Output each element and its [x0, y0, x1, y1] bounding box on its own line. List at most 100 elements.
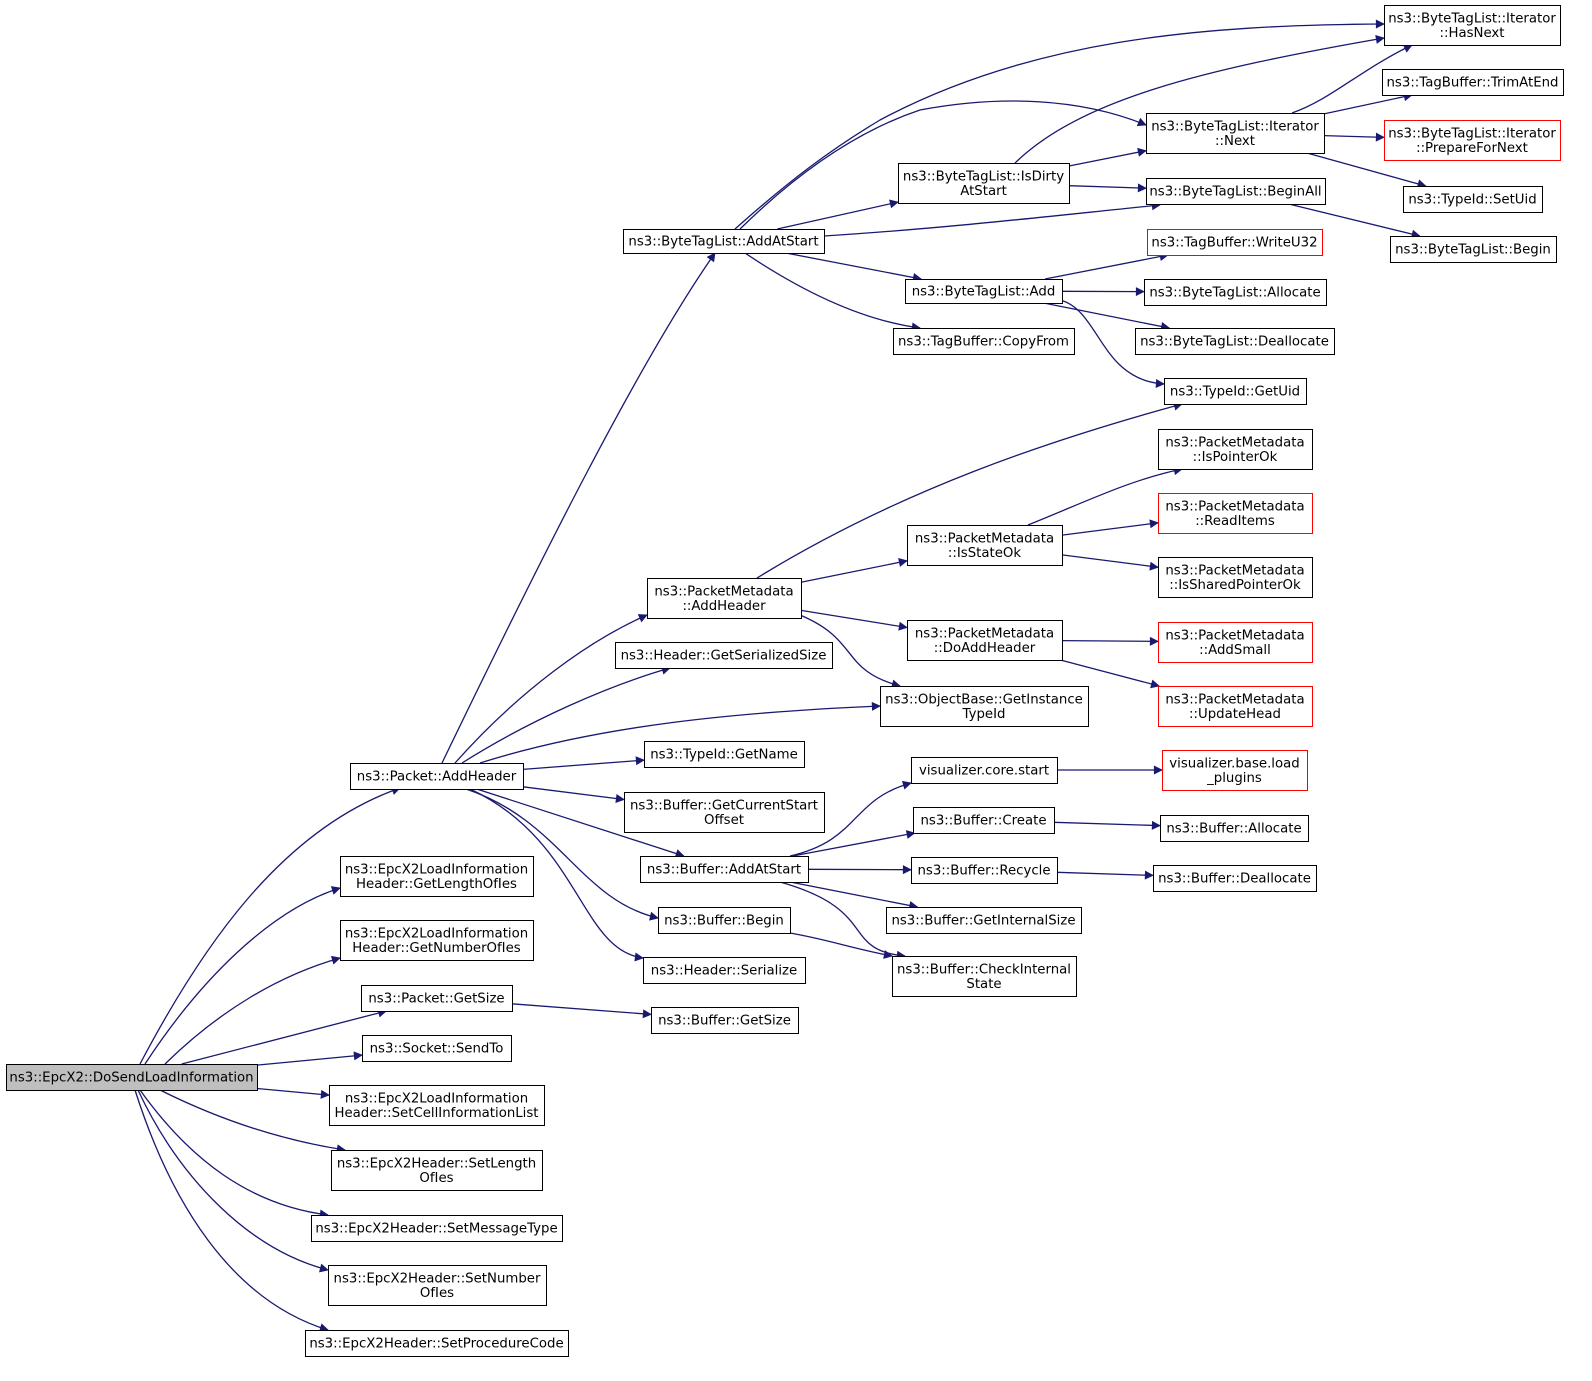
node-box[interactable]	[1390, 236, 1557, 263]
node-box[interactable]	[311, 1215, 563, 1242]
node-box[interactable]	[1403, 186, 1543, 213]
node-box[interactable]	[1153, 865, 1317, 892]
node-btl-it-next[interactable]: ns3::ByteTagList::Iterator::Next	[1146, 113, 1325, 154]
node-btl-allocate[interactable]: ns3::ByteTagList::Allocate	[1144, 279, 1327, 306]
node-btl-it-hasnext[interactable]: ns3::ByteTagList::Iterator::HasNext	[1384, 5, 1561, 46]
node-buf-addatstart[interactable]: ns3::Buffer::AddAtStart	[640, 856, 809, 883]
node-box[interactable]	[880, 686, 1089, 727]
node-box[interactable]	[644, 741, 805, 768]
node-tb-copyfrom[interactable]: ns3::TagBuffer::CopyFrom	[893, 328, 1075, 355]
node-btl-deallocate[interactable]: ns3::ByteTagList::Deallocate	[1135, 328, 1335, 355]
node-pm-doaddheader[interactable]: ns3::PacketMetadata::DoAddHeader	[907, 620, 1063, 661]
node-box[interactable]	[1384, 5, 1561, 46]
node-pm-ispointerok[interactable]: ns3::PacketMetadata::IsPointerOk	[1158, 429, 1313, 470]
node-x2h-setproc[interactable]: ns3::EpcX2Header::SetProcedureCode	[305, 1330, 569, 1357]
node-box[interactable]	[331, 1150, 543, 1191]
node-box[interactable]	[1135, 328, 1335, 355]
node-tb-writeu32[interactable]: ns3::TagBuffer::WriteU32	[1147, 229, 1323, 256]
node-viz-core-start[interactable]: visualizer.core.start	[911, 757, 1058, 784]
node-btl-begin[interactable]: ns3::ByteTagList::Begin	[1390, 236, 1557, 263]
node-root[interactable]: ns3::EpcX2::DoSendLoadInformation	[6, 1064, 258, 1091]
node-pm-readitems[interactable]: ns3::PacketMetadata::ReadItems	[1158, 493, 1313, 534]
node-box[interactable]	[329, 1085, 545, 1126]
node-box[interactable]	[898, 163, 1070, 204]
node-pm-addsmall[interactable]: ns3::PacketMetadata::AddSmall	[1158, 622, 1313, 663]
node-box[interactable]	[892, 956, 1077, 997]
node-buf-deallocate[interactable]: ns3::Buffer::Deallocate	[1153, 865, 1317, 892]
node-box[interactable]	[911, 857, 1058, 884]
node-box[interactable]	[328, 1265, 547, 1306]
node-btl-it-prepare[interactable]: ns3::ByteTagList::Iterator::PrepareForNe…	[1384, 120, 1561, 161]
node-box[interactable]	[907, 620, 1063, 661]
node-box[interactable]	[1144, 279, 1327, 306]
node-box[interactable]	[1147, 229, 1323, 256]
node-box[interactable]	[905, 279, 1063, 304]
node-typeid-getuid[interactable]: ns3::TypeId::GetUid	[1164, 378, 1307, 405]
node-box[interactable]	[1158, 686, 1313, 727]
node-box[interactable]	[1164, 378, 1307, 405]
node-box[interactable]	[893, 328, 1075, 355]
node-box[interactable]	[907, 525, 1063, 566]
node-pm-isstateok[interactable]: ns3::PacketMetadata::IsStateOk	[907, 525, 1063, 566]
node-tb-trimatend[interactable]: ns3::TagBuffer::TrimAtEnd	[1382, 69, 1564, 96]
node-box[interactable]	[886, 907, 1082, 934]
node-box[interactable]	[651, 1007, 799, 1034]
node-typeid-setuid[interactable]: ns3::TypeId::SetUid	[1403, 186, 1543, 213]
node-box[interactable]	[643, 957, 806, 984]
node-box[interactable]	[340, 856, 534, 897]
node-box[interactable]	[640, 856, 809, 883]
node-box[interactable]	[1146, 113, 1325, 154]
node-box[interactable]	[615, 642, 833, 669]
node-socket-sendto[interactable]: ns3::Socket::SendTo	[362, 1035, 512, 1062]
node-buf-getinternal[interactable]: ns3::Buffer::GetInternalSize	[886, 907, 1082, 934]
node-box[interactable]	[911, 757, 1058, 784]
node-buf-allocate[interactable]: ns3::Buffer::Allocate	[1160, 815, 1309, 842]
node-viz-load-plugins[interactable]: visualizer.base.load_plugins	[1162, 750, 1308, 791]
node-x2h-setmsgtype[interactable]: ns3::EpcX2Header::SetMessageType	[311, 1215, 563, 1242]
node-btl-beginall[interactable]: ns3::ByteTagList::BeginAll	[1146, 178, 1326, 205]
node-box[interactable]	[361, 985, 513, 1012]
node-box[interactable]	[362, 1035, 512, 1062]
node-btl-add[interactable]: ns3::ByteTagList::Add	[905, 279, 1063, 304]
node-buf-getsize[interactable]: ns3::Buffer::GetSize	[651, 1007, 799, 1034]
node-hdr-getsersize[interactable]: ns3::Header::GetSerializedSize	[615, 642, 833, 669]
node-box[interactable]	[305, 1330, 569, 1357]
node-box[interactable]	[6, 1064, 258, 1091]
node-loadinfo-setcell[interactable]: ns3::EpcX2LoadInformationHeader::SetCell…	[329, 1085, 545, 1126]
node-packet-getsize[interactable]: ns3::Packet::GetSize	[361, 985, 513, 1012]
node-box[interactable]	[1162, 750, 1308, 791]
node-box[interactable]	[1382, 69, 1564, 96]
node-pm-addheader[interactable]: ns3::PacketMetadata::AddHeader	[647, 578, 802, 619]
node-btl-addatstart[interactable]: ns3::ByteTagList::AddAtStart	[623, 229, 825, 254]
node-box[interactable]	[647, 578, 802, 619]
node-box[interactable]	[1158, 493, 1313, 534]
node-buf-begin[interactable]: ns3::Buffer::Begin	[658, 907, 791, 934]
node-box[interactable]	[350, 763, 524, 790]
node-buf-create[interactable]: ns3::Buffer::Create	[913, 807, 1055, 834]
node-box[interactable]	[1160, 815, 1309, 842]
node-hdr-serialize[interactable]: ns3::Header::Serialize	[643, 957, 806, 984]
node-pm-issharedptr[interactable]: ns3::PacketMetadata::IsSharedPointerOk	[1158, 557, 1313, 598]
node-typeid-getname[interactable]: ns3::TypeId::GetName	[644, 741, 805, 768]
node-packet-addheader[interactable]: ns3::Packet::AddHeader	[350, 763, 524, 790]
node-loadinfo-getlength[interactable]: ns3::EpcX2LoadInformationHeader::GetLeng…	[340, 856, 534, 897]
node-buf-recycle[interactable]: ns3::Buffer::Recycle	[911, 857, 1058, 884]
node-box[interactable]	[913, 807, 1055, 834]
node-box[interactable]	[623, 229, 825, 254]
node-box[interactable]	[1158, 557, 1313, 598]
node-loadinfo-getnumber[interactable]: ns3::EpcX2LoadInformationHeader::GetNumb…	[340, 920, 534, 961]
node-box[interactable]	[1158, 429, 1313, 470]
node-box[interactable]	[1158, 622, 1313, 663]
node-box[interactable]	[340, 920, 534, 961]
node-box[interactable]	[1146, 178, 1326, 205]
node-pm-updatehead[interactable]: ns3::PacketMetadata::UpdateHead	[1158, 686, 1313, 727]
node-box[interactable]	[1384, 120, 1561, 161]
node-box[interactable]	[624, 792, 825, 833]
node-box[interactable]	[658, 907, 791, 934]
